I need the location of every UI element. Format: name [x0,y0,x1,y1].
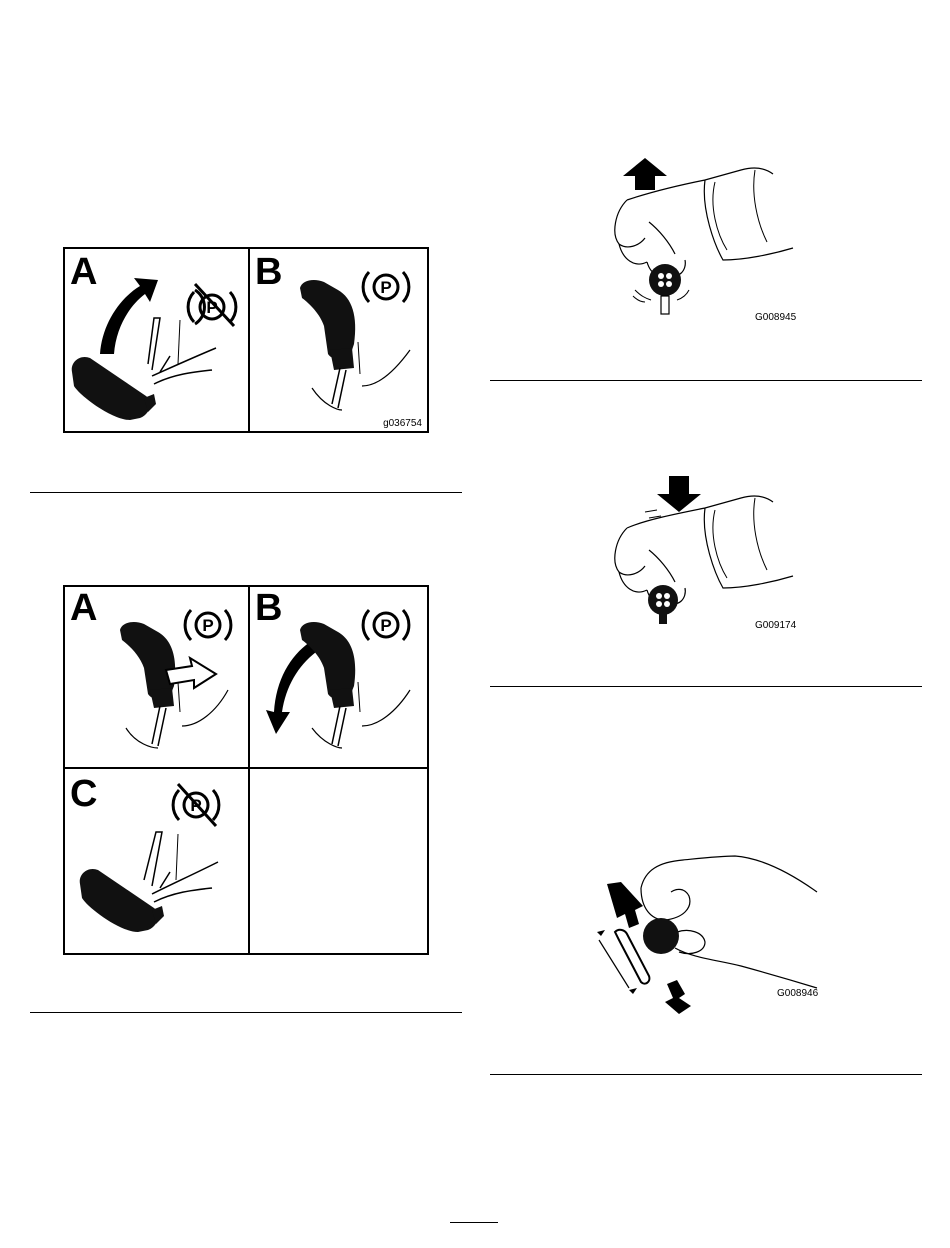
arrow-down-icon [665,980,691,1014]
svg-text:P: P [380,616,391,635]
svg-text:P: P [380,278,391,297]
panel-label-a: A [70,251,97,293]
arrow-up-icon [607,882,643,928]
footer-rule [450,1222,498,1223]
section-divider [490,686,922,687]
section-divider [490,1074,922,1075]
figure-throttle-control: G008946 [585,848,835,1018]
arrow-up-icon [623,158,667,190]
arrow-down-icon [657,476,701,512]
svg-text:P: P [202,616,213,635]
figure-code: g036754 [383,418,422,429]
figure-engage-parking-brake: A P B P [62,246,432,436]
section-divider [490,380,922,381]
section-divider [30,492,462,493]
figure-code: G008945 [755,312,797,323]
figure-code: G009174 [755,620,797,631]
panel-label-b: B [255,251,282,293]
figure-pto-pull: G008945 [605,150,815,330]
figure-release-parking-brake: A P B P C [62,584,432,958]
figure-code: G008946 [777,988,819,999]
panel-label-c: C [70,773,97,815]
section-divider [30,1012,462,1013]
figure-pto-push: G009174 [605,468,815,638]
panel-label-a: A [70,587,97,629]
panel-label-b: B [255,587,282,629]
